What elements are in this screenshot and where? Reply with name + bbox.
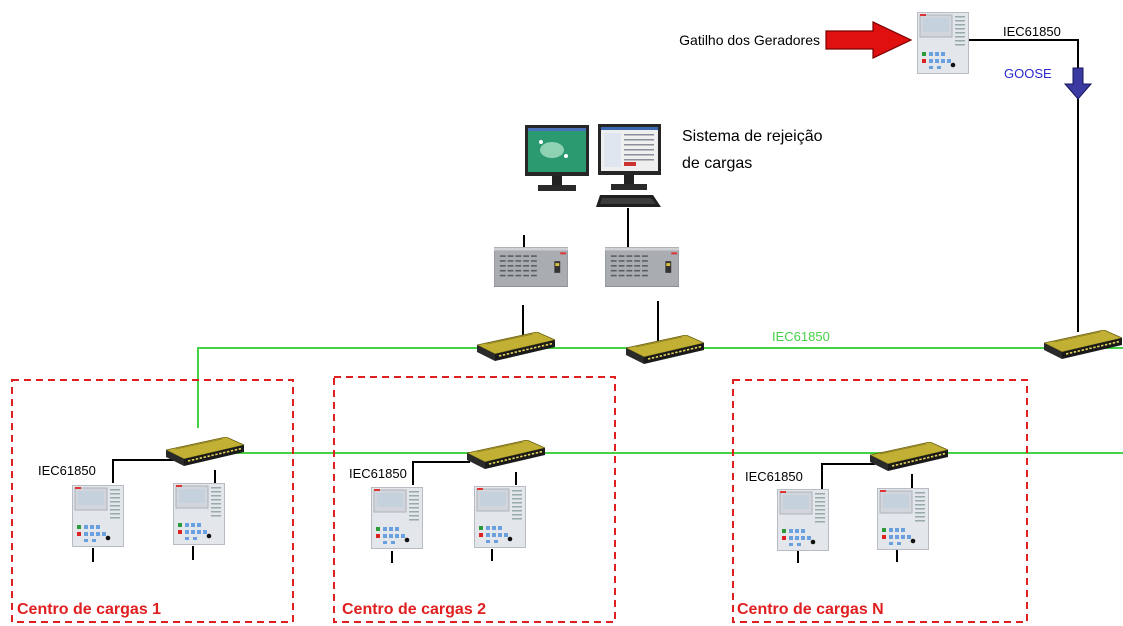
server-1	[494, 247, 568, 287]
zone-1-title: Centro de cargas 1	[17, 601, 161, 618]
relay-zone-2-a	[371, 487, 423, 549]
server-2	[605, 247, 679, 287]
relay-zone-1-a	[72, 485, 124, 547]
switch-backbone-2	[626, 335, 704, 365]
goose-label: GOOSE	[1004, 66, 1052, 81]
zone-n-title: Centro de cargas N	[737, 601, 884, 618]
switch-zone-1	[166, 437, 244, 467]
zone-1-protocol-label: IEC61850	[38, 463, 96, 478]
trigger-arrow-icon	[825, 21, 913, 59]
backbone-label: IEC61850	[772, 329, 830, 344]
zone-2-title: Centro de cargas 2	[342, 601, 486, 618]
switch-backbone-3	[1044, 330, 1122, 360]
load-center-zones	[11, 376, 1028, 623]
upper-backbone-line	[197, 347, 1123, 428]
monitor-right	[598, 124, 661, 190]
zone-2-protocol-label: IEC61850	[349, 466, 407, 481]
monitor-left	[525, 125, 589, 191]
labels: Gatilho dos Geradores IEC61850 GOOSE Sis…	[17, 24, 1061, 618]
wires	[92, 39, 1079, 563]
switches	[166, 330, 1122, 472]
switch-zone-n	[870, 442, 948, 472]
zone-n-protocol-label: IEC61850	[745, 469, 803, 484]
workstation-label-line1: Sistema de rejeição	[682, 128, 823, 145]
network-lines	[195, 347, 1123, 454]
top-relay-protocol-label: IEC61850	[1003, 24, 1061, 39]
zone-2-border	[333, 376, 616, 623]
zone-1-border	[11, 379, 294, 623]
zone-n-border	[732, 379, 1028, 623]
workstation-label-line2: de cargas	[682, 155, 752, 172]
relay-generator-trigger	[917, 12, 969, 74]
workstation	[525, 124, 661, 207]
trigger-label: Gatilho dos Geradores	[679, 32, 820, 48]
goose-arrow-icon	[1063, 67, 1093, 100]
relay-zone-2-b	[474, 486, 526, 548]
relay-zone-n-a	[777, 489, 829, 551]
relay-zone-n-b	[877, 488, 929, 550]
switch-backbone-1	[477, 332, 555, 362]
switch-zone-2	[467, 440, 545, 470]
relay-zone-1-b	[173, 483, 225, 545]
servers	[494, 247, 679, 287]
